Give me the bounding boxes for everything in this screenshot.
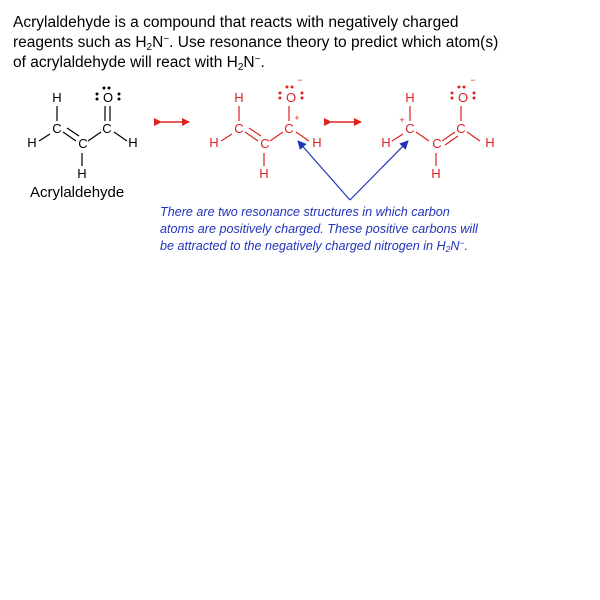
atom-h: H	[77, 166, 86, 181]
atom-c: C	[52, 121, 61, 136]
resonance-structure-3: H C H C H C O H + −	[381, 75, 494, 181]
atom-o: O	[103, 90, 113, 105]
atom-h: H	[27, 135, 36, 150]
atom-c: C	[432, 136, 441, 151]
atom-h: H	[128, 135, 137, 150]
positive-charge: +	[294, 113, 299, 123]
acrylaldehyde-structure: H C H C H C O H	[27, 86, 138, 181]
question-line-2: reagents such as H2N−. Use resonance the…	[13, 34, 499, 53]
atom-c: C	[405, 121, 414, 136]
question-text: Acrylaldehyde is a compound that reacts …	[13, 13, 588, 73]
positive-charge: +	[399, 115, 404, 125]
atom-h: H	[234, 90, 243, 105]
pointer-arrow	[297, 140, 351, 201]
question-line-1: Acrylaldehyde is a compound that reacts …	[13, 14, 459, 31]
atom-h: H	[312, 135, 321, 150]
atom-c: C	[78, 136, 87, 151]
atom-h: H	[431, 166, 440, 181]
lone-pairs	[278, 85, 304, 100]
atom-o: O	[458, 90, 468, 105]
atom-c: C	[234, 121, 243, 136]
atom-o: O	[286, 90, 296, 105]
lone-pairs	[450, 85, 476, 100]
annotation-line-1: There are two resonance structures in wh…	[160, 205, 450, 219]
atom-h: H	[52, 90, 61, 105]
atom-h: H	[485, 135, 494, 150]
pointer-arrow	[349, 140, 409, 201]
atom-c: C	[260, 136, 269, 151]
atom-h: H	[259, 166, 268, 181]
annotation-text: There are two resonance structures in wh…	[160, 204, 530, 255]
question-line-3: of acrylaldehyde will react with H2N−.	[13, 54, 265, 73]
annotation-line-2: atoms are positively charged. These posi…	[160, 222, 478, 236]
compound-name: Acrylaldehyde	[30, 184, 125, 201]
annotation-line-3: be attracted to the negatively charged n…	[160, 238, 468, 254]
negative-charge: −	[297, 75, 302, 85]
atom-c: C	[456, 121, 465, 136]
atom-h: H	[405, 90, 414, 105]
atom-h: H	[381, 135, 390, 150]
negative-charge: −	[470, 75, 475, 85]
resonance-structure-2: H C H C H C O H + −	[209, 75, 321, 181]
lone-pairs	[95, 86, 121, 101]
atom-h: H	[209, 135, 218, 150]
atom-c: C	[284, 121, 293, 136]
atom-c: C	[102, 121, 111, 136]
